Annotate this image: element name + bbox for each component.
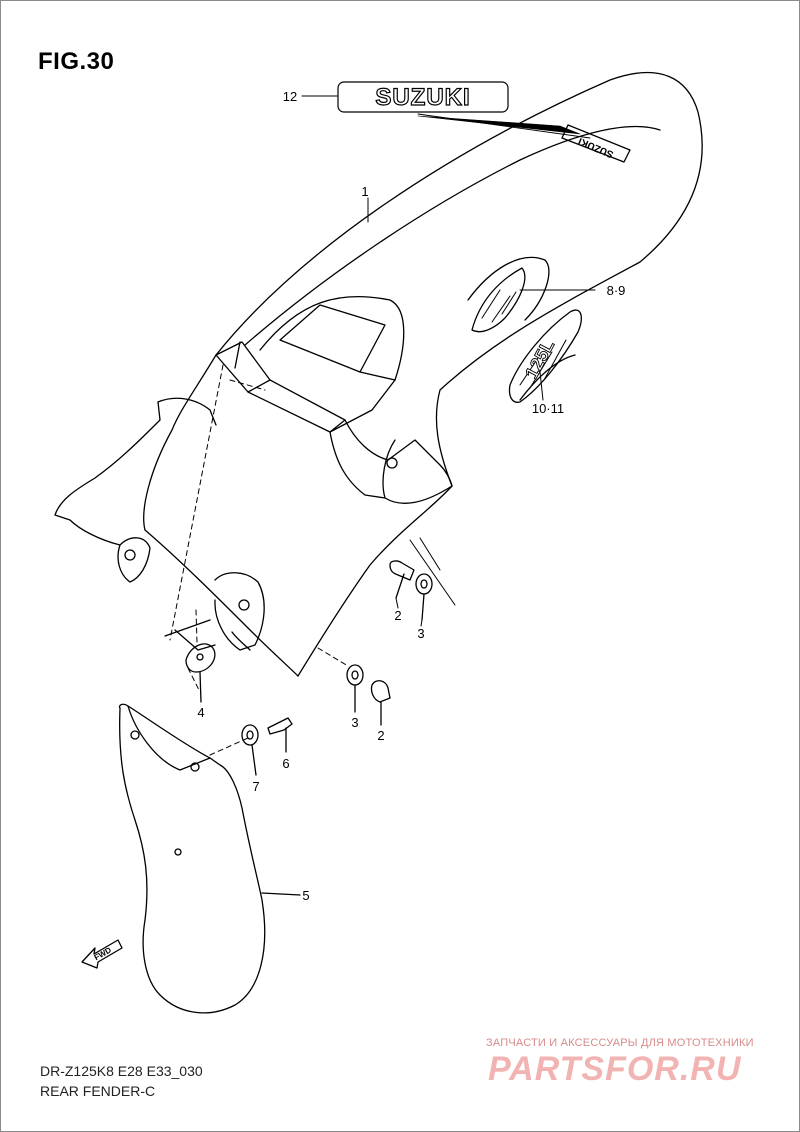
mud-flap-part-5 — [118, 703, 301, 1014]
figure-title: FIG.30 — [38, 48, 115, 75]
callout-2-upper: 2 — [394, 608, 401, 623]
washer-part-3-upper — [415, 573, 433, 621]
callout-7: 7 — [252, 779, 259, 794]
suzuki-decal-part-12: SUZUKI — [337, 81, 509, 113]
washer-part-7 — [241, 724, 259, 776]
bolt-part-2-upper — [389, 560, 415, 599]
callout-2-lower: 2 — [377, 728, 384, 743]
model-code: DR-Z125K8 E28 E33_030 — [40, 1063, 203, 1079]
callout-3-upper: 3 — [417, 626, 424, 641]
callout-3-lower: 3 — [351, 715, 358, 730]
callout-12: 12 — [283, 89, 297, 104]
watermark-caption: ЗАПЧАСТИ И АКСЕССУАРЫ ДЛЯ МОТОТЕХНИКИ — [486, 1037, 754, 1049]
decal-part-12-on-fender — [417, 113, 631, 163]
nut-part-4 — [185, 643, 216, 703]
section-name: REAR FENDER-C — [40, 1083, 156, 1099]
decal-part-10-11 — [508, 309, 582, 403]
screw-part-6 — [267, 717, 293, 753]
assembly-guide-lines — [169, 364, 349, 691]
callout-6: 6 — [282, 756, 289, 771]
bolt-part-2-lower — [370, 680, 391, 726]
callout-4: 4 — [197, 705, 204, 720]
decal-part-8-9-on-fender — [471, 267, 526, 333]
callout-10-11: 10·11 — [532, 401, 564, 416]
callout-leaders — [301, 95, 596, 627]
callout-1: 1 — [361, 184, 368, 199]
rear-fender-part-1 — [54, 71, 703, 677]
guide-line-7 — [209, 737, 249, 756]
suzuki-fender-text: SUZUKI — [577, 135, 616, 160]
callout-5: 5 — [302, 888, 309, 903]
callout-8-9: 8·9 — [607, 283, 626, 298]
forward-direction-arrow — [81, 939, 123, 969]
model-decal-text: 125L — [521, 336, 558, 382]
watermark-logo: PARTSFOR.RU — [488, 1050, 742, 1088]
washer-part-3-lower — [346, 664, 364, 713]
fastener-leader-lines — [409, 537, 456, 606]
suzuki-decal-text: SUZUKI — [375, 84, 470, 111]
